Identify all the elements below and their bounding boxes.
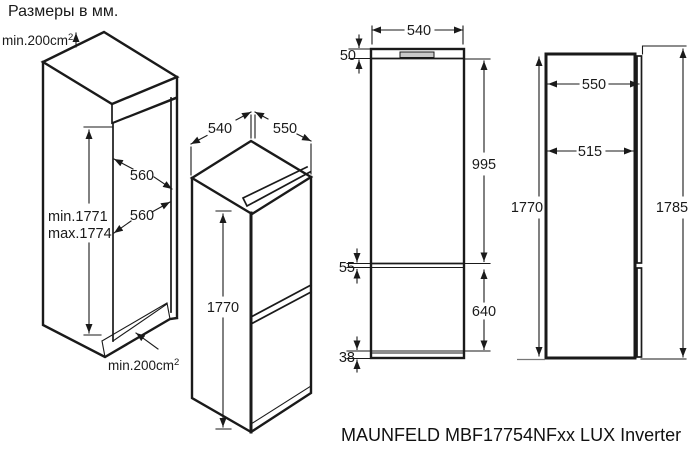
side-height-body-text: 1770: [511, 200, 543, 216]
iso-width-ext: [190, 114, 252, 176]
iso-depth-dim-a: [254, 111, 269, 120]
niche-width-text: 560: [130, 168, 154, 184]
side-upper-door: [636, 55, 643, 264]
iso-height-ticks: [215, 210, 232, 430]
niche-bottom-vent-label: min.200cm2: [108, 357, 179, 373]
iso-height-text: 1770: [207, 300, 239, 316]
side-lower-door: [636, 267, 643, 358]
iso-depth-dim-b: [296, 133, 312, 142]
model-label: MAUNFELD MBF17754NFxx LUX Inverter: [341, 425, 682, 445]
side-top-step: [641, 45, 687, 55]
front-middle-clearance-text: 55: [339, 260, 355, 276]
niche-depth-leader-a: [151, 201, 171, 213]
niche-height-min-text: min.1771: [48, 209, 108, 225]
front-bottom-ext: [346, 350, 371, 360]
niche-front-rail: [111, 95, 179, 125]
iso-width-text: 540: [208, 121, 232, 137]
niche-width-leader-b: [153, 176, 173, 190]
front-bottom-trim: [370, 350, 465, 354]
front-right-ext-top: [464, 58, 491, 265]
front-upper-door-text: 995: [472, 157, 496, 173]
iso-bottom-trim: [250, 385, 312, 425]
iso-depth-text: 550: [273, 121, 297, 137]
front-top-clearance-text: 50: [340, 48, 356, 64]
niche-top-vent-label: min.200cm2: [2, 32, 73, 48]
front-vent-grille: [399, 51, 435, 58]
niche-plinth: [101, 302, 171, 358]
iso-width-dim-a: [190, 134, 208, 145]
side-body-outline: [544, 52, 637, 360]
iso-width-dim-b: [235, 111, 252, 121]
side-depth-total-text: 550: [582, 77, 606, 93]
iso-view: 540 550 1770: [189, 111, 314, 434]
front-view: 540 50 995 55 640 38: [339, 23, 496, 373]
niche-bottom-vent-arrow: [135, 332, 159, 350]
side-depth-body-text: 515: [578, 144, 602, 160]
side-height-total-text: 1785: [656, 200, 688, 216]
niche-view: min.200cm2 min.200cm2 min.1771 max.1774 …: [2, 30, 180, 373]
niche-height-max-text: max.1774: [48, 226, 112, 242]
niche-depth-leader-b: [113, 220, 132, 234]
front-mid-ext: [346, 262, 371, 269]
front-lower-door-text: 640: [472, 304, 496, 320]
front-top-ext: [348, 48, 371, 60]
niche-width-leader-a: [113, 158, 134, 170]
page-title: Размеры в мм.: [8, 3, 119, 20]
iso-door-split: [249, 283, 313, 326]
niche-inner-edges: [112, 97, 172, 342]
front-body-outline: [369, 47, 466, 360]
iso-body-edges: [190, 175, 313, 434]
niche-depth-text: 560: [130, 208, 154, 224]
front-bottom-clearance-text: 38: [339, 350, 355, 366]
niche-height-ticks: [83, 126, 114, 336]
iso-door-top-band: [241, 165, 312, 208]
front-width-text: 540: [407, 23, 431, 39]
side-view: 550 515 1770 1785: [511, 45, 688, 361]
